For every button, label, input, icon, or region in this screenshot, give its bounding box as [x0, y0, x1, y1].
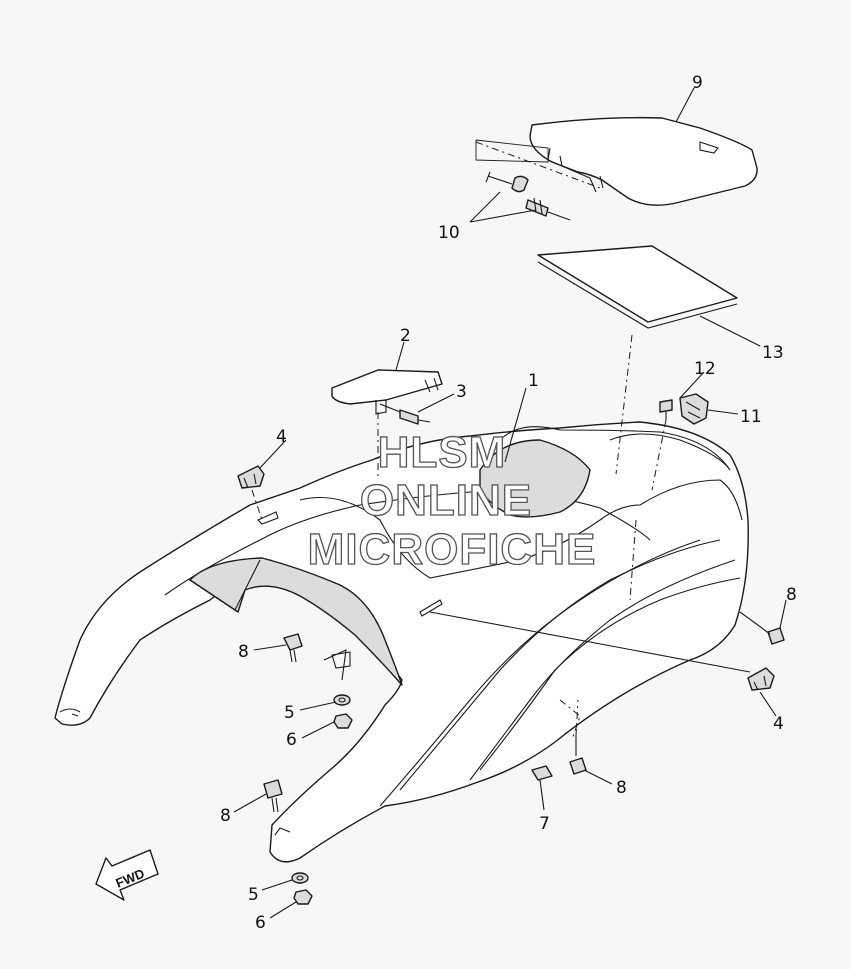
callout-8-lower-right: 8	[616, 778, 627, 798]
callout-9: 9	[692, 73, 703, 93]
callout-12: 12	[694, 359, 716, 379]
callout-7: 7	[539, 814, 550, 834]
callout-8-left: 8	[238, 642, 249, 662]
clip-nut-part-7	[531, 699, 581, 781]
callout-4-lower: 4	[773, 714, 784, 734]
fwd-arrow-icon: FWD	[95, 849, 159, 901]
bolt-part-8-right	[739, 611, 785, 645]
callout-2: 2	[400, 326, 411, 346]
washer-part-5-lower	[291, 872, 309, 884]
clip-part-4-upper	[237, 465, 265, 521]
latch-part-11	[679, 393, 709, 425]
seat-pad-part-13	[537, 245, 738, 329]
assembly-line-bracket	[629, 519, 637, 601]
callout-8-right: 8	[786, 585, 797, 605]
callout-13: 13	[762, 343, 784, 363]
watermark-line-1: HLSM	[378, 428, 507, 477]
rear-cover-part-9	[475, 116, 758, 206]
bolt-part-8-lower-right	[569, 699, 587, 775]
watermark-line-3: MICROFICHE	[308, 525, 597, 574]
nut-part-6-upper	[333, 713, 353, 729]
pin-part-3	[379, 403, 431, 425]
callout-11: 11	[740, 407, 762, 427]
leader-lines	[233, 87, 787, 919]
washer-part-5-upper	[333, 694, 351, 706]
callout-3: 3	[456, 382, 467, 402]
callout-4-upper: 4	[276, 427, 287, 447]
assembly-line-seat-pad	[615, 334, 633, 475]
callout-6-upper: 6	[286, 730, 297, 750]
screw-part-12	[659, 399, 673, 420]
watermark: HLSM ONLINE MICROFICHE	[307, 427, 597, 574]
callout-5-lower: 5	[248, 885, 259, 905]
clip-part-4-lower	[747, 667, 775, 691]
watermark-line-2: ONLINE	[360, 476, 532, 525]
bolt-part-8-left	[283, 633, 303, 663]
callout-10: 10	[438, 223, 460, 243]
bolt-part-8-lower-left	[263, 779, 283, 813]
nut-part-6-lower	[293, 889, 313, 905]
bracket-part-2	[331, 369, 443, 480]
main-deck-part-1	[54, 421, 749, 863]
callout-8-lower-left: 8	[220, 806, 231, 826]
assembly-line-screw	[651, 419, 667, 491]
callout-1: 1	[528, 371, 539, 391]
callout-5-upper: 5	[284, 703, 295, 723]
fasteners-part-10	[485, 171, 571, 221]
callout-labels: 1 2 3 4 4 5 5 6 6 7 8 8 8 8 9 10 11 12 1…	[220, 73, 797, 933]
callout-6-lower: 6	[255, 913, 266, 933]
